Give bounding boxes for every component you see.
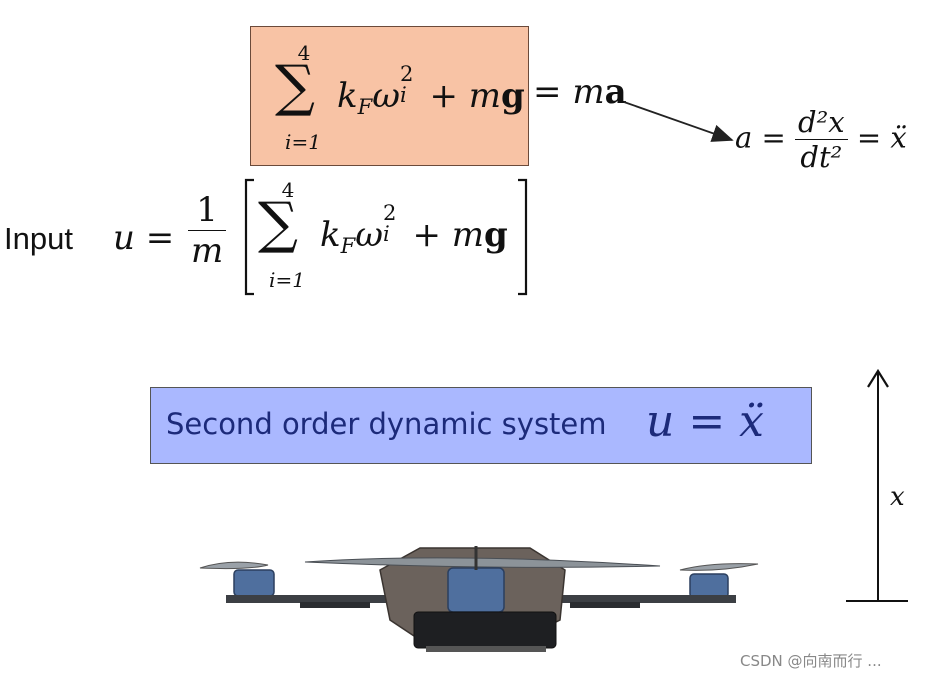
fraction-denominator: m: [191, 231, 224, 271]
front-propeller: [304, 557, 661, 568]
k-symbol: k: [320, 215, 341, 255]
derivative-numerator: d²x: [795, 105, 848, 140]
quadrotor-illustration: [199, 546, 759, 652]
right-propeller: [679, 563, 759, 571]
input-label: Input: [4, 221, 73, 256]
fraction-numerator: 1: [188, 190, 227, 231]
acceleration-vector: a: [604, 72, 627, 112]
omega-subscript: i: [399, 82, 407, 108]
battery-pack: [413, 611, 557, 649]
gravity-vector: g: [484, 215, 508, 255]
one-over-m-fraction: 1 m: [188, 190, 227, 271]
plus-sign: +: [429, 76, 458, 116]
equals-sign: =: [145, 218, 175, 258]
input-u-equals: u =: [113, 218, 174, 258]
system-label: Second order dynamic system: [166, 407, 607, 441]
omega-symbol: ω: [355, 215, 383, 255]
k-symbol: k: [337, 76, 358, 116]
derivative-denominator: dt²: [800, 140, 843, 174]
plus-sign: +: [412, 215, 441, 255]
input-sum-upper-limit: 4: [281, 178, 295, 202]
k-subscript: F: [357, 94, 373, 120]
x-axis-label: x: [890, 482, 905, 512]
system-box: Second order dynamic system u = ẍ: [150, 387, 812, 464]
u-symbol: u: [113, 218, 135, 258]
mass-symbol: m: [468, 76, 502, 116]
left-propeller: [199, 561, 269, 570]
sum-lower-limit: i=1: [285, 130, 321, 154]
derivative-fraction: d²x dt²: [795, 105, 848, 174]
left-motor: [233, 569, 275, 597]
center-motor: [447, 567, 505, 613]
rhs-mass-symbol: m: [572, 72, 605, 112]
omega-superscript: 2: [399, 61, 414, 87]
equals-sign: =: [856, 120, 882, 155]
input-sum-symbol: ∑: [258, 191, 298, 256]
mass-symbol: m: [451, 215, 485, 255]
sum-upper-limit: 4: [297, 41, 311, 65]
system-equation: u = ẍ: [646, 396, 764, 447]
equals-sign: =: [533, 72, 562, 112]
input-sum-lower-limit: i=1: [269, 268, 305, 292]
right-motor: [689, 573, 729, 599]
gravity-vector: g: [501, 76, 525, 116]
sum-symbol: ∑: [275, 54, 315, 119]
x-axis-arrow: [846, 368, 908, 602]
square-brackets: [244, 178, 528, 296]
force-equation-rhs: = ma: [533, 72, 627, 112]
watermark: CSDN @向南而行 ...: [740, 652, 882, 670]
acceleration-definition: a = d²x dt² = ẍ: [735, 105, 907, 174]
x-double-dot: ẍ: [890, 120, 907, 155]
equals-sign: =: [761, 120, 786, 155]
k-subscript: F: [340, 233, 356, 259]
omega-symbol: ω: [372, 76, 400, 116]
omega-subscript: i: [382, 221, 390, 247]
omega-superscript: 2: [382, 200, 397, 226]
a-symbol: a: [735, 120, 753, 155]
